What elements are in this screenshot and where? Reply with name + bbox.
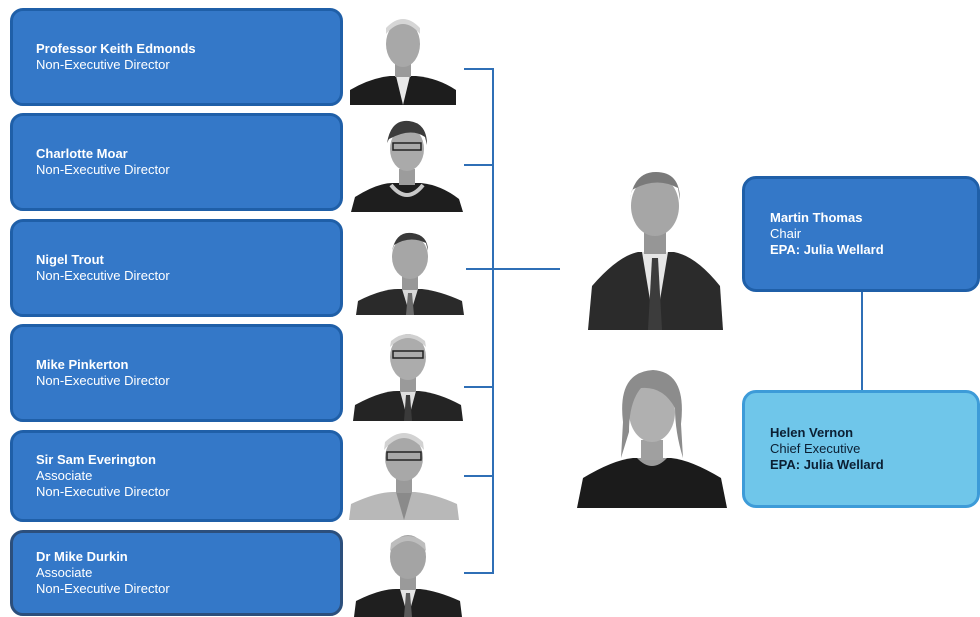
director-name: Charlotte Moar	[36, 146, 128, 161]
chair-name: Martin Thomas	[770, 210, 863, 225]
director-card-keith-edmonds: Professor Keith Edmonds Non-Executive Di…	[10, 8, 343, 106]
director-photo	[356, 223, 464, 315]
director-role: Non-Executive Director	[36, 162, 170, 177]
connector-line	[861, 290, 863, 392]
chief-role: Chief Executive	[770, 441, 861, 456]
director-role: Associate	[36, 565, 93, 580]
chair-epa: EPA: Julia Wellard	[770, 242, 884, 257]
director-card-nigel-trout: Nigel Trout Non-Executive Director	[10, 219, 343, 317]
director-name: Professor Keith Edmonds	[36, 41, 196, 56]
director-card-sam-everington: Sir Sam Everington Associate Non-Executi…	[10, 430, 343, 522]
director-card-charlotte-moar: Charlotte Moar Non-Executive Director	[10, 113, 343, 211]
director-photo	[354, 527, 462, 617]
director-photo	[349, 428, 459, 520]
connector-line	[464, 68, 494, 70]
director-role: Non-Executive Director	[36, 57, 170, 72]
director-photo	[351, 113, 463, 212]
director-role: Associate	[36, 468, 93, 483]
director-role: Non-Executive Director	[36, 268, 170, 283]
chief-executive-card: Helen Vernon Chief Executive EPA: Julia …	[742, 390, 980, 508]
director-role: Non-Executive Director	[36, 484, 170, 499]
director-name: Nigel Trout	[36, 252, 104, 267]
connector-line	[492, 68, 494, 574]
director-card-mike-pinkerton: Mike Pinkerton Non-Executive Director	[10, 324, 343, 422]
chair-photo	[588, 166, 723, 330]
director-name: Sir Sam Everington	[36, 452, 156, 467]
connector-line	[464, 386, 494, 388]
chair-role: Chair	[770, 226, 802, 241]
connector-line	[466, 268, 560, 270]
director-name: Mike Pinkerton	[36, 357, 129, 372]
chief-name: Helen Vernon	[770, 425, 854, 440]
director-card-mike-durkin: Dr Mike Durkin Associate Non-Executive D…	[10, 530, 343, 616]
director-photo	[350, 8, 456, 105]
connector-line	[464, 164, 494, 166]
chief-epa: EPA: Julia Wellard	[770, 457, 884, 472]
director-name: Dr Mike Durkin	[36, 549, 128, 564]
director-photo	[353, 329, 463, 421]
connector-line	[464, 475, 494, 477]
director-role: Non-Executive Director	[36, 581, 170, 596]
connector-line	[464, 572, 494, 574]
director-role: Non-Executive Director	[36, 373, 170, 388]
chair-card: Martin Thomas Chair EPA: Julia Wellard	[742, 176, 980, 292]
chief-photo	[577, 362, 727, 508]
